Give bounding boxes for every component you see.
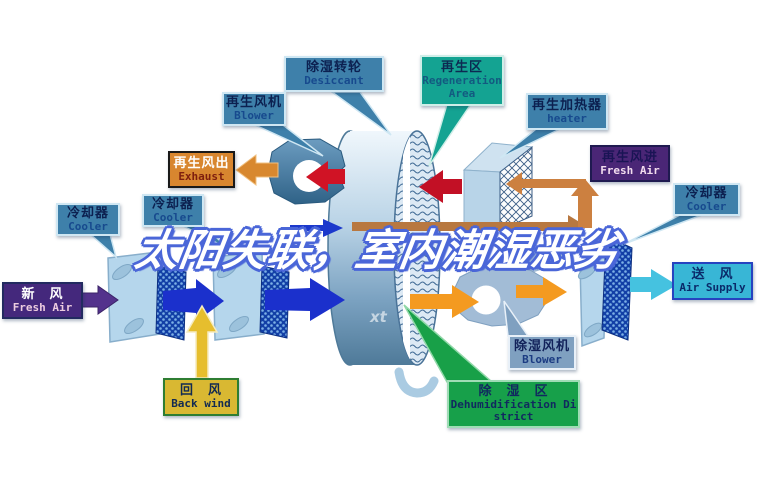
label-dehumid-district: 除 湿 区 Dehumidification District xyxy=(447,380,580,428)
label-back-wind: 回 风 Back wind xyxy=(163,378,239,416)
label-cooler-left-1-cn: 冷却器 xyxy=(66,205,109,221)
label-regen-blower-cn: 再生风机 xyxy=(225,95,282,111)
callout-tail-desiccant xyxy=(329,91,392,136)
label-cooler-left-2: 冷却器 Cooler xyxy=(142,194,204,227)
arrow-exhaust xyxy=(235,154,279,186)
label-fresh-air-cn: 新 风 xyxy=(21,286,64,302)
label-air-supply: 送 风 Air Supply xyxy=(672,262,753,300)
arrow-regen-into-blower xyxy=(306,161,345,192)
label-regen-heater-cn: 再生加热器 xyxy=(531,97,602,113)
label-exhaust-en: Exhaust xyxy=(178,169,225,183)
desiccant-wheel xyxy=(327,130,441,398)
label-cooler-left-2-cn: 冷却器 xyxy=(151,196,194,212)
label-dehumid-blower-en: Blower xyxy=(522,352,562,366)
label-fresh-air: 新 风 Fresh Air xyxy=(2,282,83,319)
supply-cooler-unit xyxy=(577,235,633,348)
label-regen-heater-en: heater xyxy=(547,111,587,125)
label-regen-heater: 再生加热器 heater xyxy=(526,93,608,130)
supply-unit-pipe-top xyxy=(577,264,597,280)
arrow-process-1 xyxy=(163,279,224,322)
label-air-supply-cn: 送 风 xyxy=(691,267,734,283)
label-dehumid-blower-cn: 除湿风机 xyxy=(513,338,570,354)
label-regen-blower-en: Blower xyxy=(234,109,274,123)
label-desiccant-cn: 除湿转轮 xyxy=(305,60,362,76)
label-regen-fresh-air-cn: 再生风进 xyxy=(601,149,658,165)
arrow-regen-bottom xyxy=(352,215,586,238)
label-dehumid-blower: 除湿风机 Blower xyxy=(508,335,576,370)
cooler-1-pipe-bottom xyxy=(124,317,144,335)
arrow-supply xyxy=(630,269,677,300)
arrow-process-2 xyxy=(265,278,345,321)
wheel-section-divider xyxy=(403,131,410,365)
arrow-fresh-air xyxy=(81,285,119,315)
page-title: 太阳失联，室内潮湿恶劣 xyxy=(131,226,623,276)
arrow-regen-into-wheel xyxy=(419,170,462,203)
arrow-return-air xyxy=(185,304,219,379)
label-regen-area: 再生区 Regeneration Area xyxy=(420,55,504,106)
arrow-dehumid-1 xyxy=(410,285,479,318)
label-cooler-right: 冷却器 Cooler xyxy=(673,183,740,216)
dehumid-fan-hub xyxy=(471,285,501,315)
label-regen-area-en: Regeneration Area xyxy=(422,74,502,100)
label-regen-area-cn: 再生区 xyxy=(440,60,483,76)
callout-tail-regen-area xyxy=(428,103,473,167)
arrow-regen-riser xyxy=(571,179,599,228)
label-fresh-air-en: Fresh Air xyxy=(12,300,73,314)
arrow-regen-top xyxy=(506,172,586,195)
label-cooler-left-2-en: Cooler xyxy=(153,210,193,224)
label-regen-fresh-air: 再生风进 Fresh Air xyxy=(590,145,670,182)
label-back-wind-en: Back wind xyxy=(171,397,231,411)
arrow-into-wheel xyxy=(290,219,343,237)
label-regen-blower: 再生风机 Blower xyxy=(222,92,286,126)
supply-unit-pipe-bottom xyxy=(583,322,603,338)
supply-unit-coil xyxy=(601,235,633,341)
cooler-2-pipe-top xyxy=(217,261,237,279)
label-exhaust: 再生风出 Exhaust xyxy=(168,151,235,188)
wheel-rotation-arrow xyxy=(394,367,439,398)
label-cooler-left-1-en: Cooler xyxy=(68,219,108,233)
label-dehumid-district-cn: 除 湿 区 xyxy=(478,383,549,399)
label-cooler-right-cn: 冷却器 xyxy=(685,185,728,201)
label-exhaust-cn: 再生风出 xyxy=(173,155,230,171)
cooler-1-pipe-top xyxy=(112,263,132,281)
label-desiccant-en: Desiccant xyxy=(304,74,364,88)
dehumidification-blower-fan xyxy=(451,244,566,327)
cooler-2-pipe-bottom xyxy=(229,315,249,333)
label-regen-fresh-air-en: Fresh Air xyxy=(600,163,660,177)
label-cooler-right-en: Cooler xyxy=(686,199,727,213)
label-air-supply-en: Air Supply xyxy=(679,281,746,295)
arrow-dehumid-2 xyxy=(516,277,567,306)
label-cooler-left-1: 冷却器 Cooler xyxy=(56,203,120,236)
label-desiccant: 除湿转轮 Desiccant xyxy=(284,56,384,92)
dehumid-fan-outlet xyxy=(518,244,566,274)
watermark-text: xt xyxy=(370,308,387,326)
label-dehumid-district-en: Dehumidification District xyxy=(450,397,577,424)
label-back-wind-cn: 回 风 xyxy=(179,383,222,399)
